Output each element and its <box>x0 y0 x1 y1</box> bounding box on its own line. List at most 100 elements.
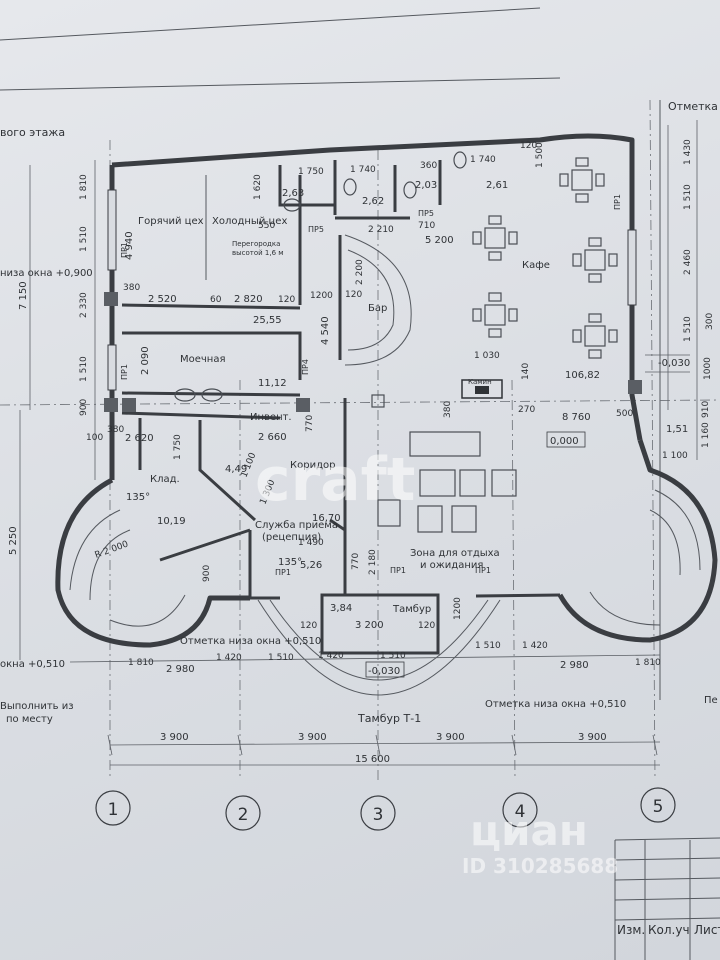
wc-fixtures <box>174 151 467 402</box>
axis-marker-3: 3 <box>360 795 396 831</box>
elevation-box-m030 <box>365 661 405 678</box>
elevation-000: 0,000 <box>550 436 579 447</box>
room-hot-shop: Горячий цех <box>138 216 204 227</box>
dim-1510-left: 1 510 <box>79 226 89 252</box>
area-2-03: 2,03 <box>415 180 437 191</box>
right-spiral-stair <box>589 489 701 626</box>
axis-marker-5: 5 <box>640 787 676 823</box>
room-storage: Клад. <box>150 474 180 485</box>
dim-120-a: 120 <box>278 295 295 305</box>
dim-770-b: 770 <box>351 553 361 570</box>
column-3 <box>122 398 136 412</box>
mark-pr1-c: ПР1 <box>613 194 622 210</box>
left-spiral-stair <box>69 509 186 627</box>
dim-1750-left: 1 750 <box>173 434 183 460</box>
dim-360: 360 <box>420 161 437 171</box>
wall-corridor-top <box>121 411 281 420</box>
area-5-26: 5,26 <box>300 560 322 571</box>
title-block-col-3: Лист <box>694 923 720 937</box>
dim-1000: 1000 <box>703 357 713 380</box>
wall-hot-shop-bottom <box>121 303 301 310</box>
elevation-box-000 <box>546 431 586 448</box>
dim-1420-b: 1 420 <box>318 651 344 661</box>
room-washroom: Моечная <box>180 354 226 365</box>
room-inventory: Инвент. <box>250 412 292 423</box>
sheet-frame-inner <box>0 77 561 91</box>
area-2-61: 2,61 <box>486 180 508 191</box>
axis-line-4 <box>511 379 516 781</box>
dim-500: 500 <box>616 409 633 419</box>
dim-1500: 1 500 <box>535 142 545 168</box>
dim-380-c: 380 <box>107 425 124 435</box>
watermark-center: craft <box>255 445 415 515</box>
dim-2200: 2 200 <box>355 259 365 285</box>
title-block-col-1: Изм. <box>617 923 645 937</box>
area-106-82: 106,82 <box>565 370 600 381</box>
dim-1200: 1200 <box>310 291 333 301</box>
dim-60: 60 <box>210 295 222 305</box>
dim-2090: 2 090 <box>140 346 151 375</box>
room-cafe: Кафе <box>522 260 550 271</box>
partition-height: высотой 1,6 м <box>232 249 284 257</box>
dim-300: 300 <box>705 313 715 330</box>
right-partial-label: Пе <box>704 695 718 706</box>
dim-2460: 2 460 <box>683 249 693 275</box>
area-16-70: 16,70 <box>312 513 341 524</box>
dim-1810-bottom-left: 1 810 <box>128 658 154 668</box>
dim-100: 100 <box>86 433 103 443</box>
column-2 <box>104 398 118 412</box>
room-vestibule: Тамбур <box>392 604 431 615</box>
area-10-19: 10,19 <box>157 516 186 527</box>
dim-1510-right-2: 1 510 <box>683 316 693 342</box>
column-5 <box>371 394 385 408</box>
dim-120-d: 120 <box>300 621 317 631</box>
dim-2820: 2 820 <box>234 294 263 305</box>
window-right-1 <box>627 229 637 306</box>
dim-2980-right: 2 980 <box>560 660 589 671</box>
left-dimension-chain <box>19 160 96 660</box>
area-25-55: 25,55 <box>253 315 282 326</box>
outer-wall-right <box>629 178 643 441</box>
dim-120-b: 120 <box>345 290 362 300</box>
axis-label-5: 5 <box>653 797 664 817</box>
bar-counter-inner <box>347 249 395 351</box>
bar-counter <box>344 234 412 366</box>
axis-marker-2: 2 <box>225 795 261 831</box>
dim-1430: 1 430 <box>683 139 693 165</box>
dim-3200: 3 200 <box>355 620 384 631</box>
dim-1510-b: 1 510 <box>268 653 294 663</box>
axis-line-5 <box>649 99 656 781</box>
dim-380-b: 380 <box>443 401 453 418</box>
area-11-12: 11,12 <box>258 378 287 389</box>
area-2-63: 2,63 <box>282 188 304 199</box>
dim-15600: 15 600 <box>355 754 390 765</box>
wall-reception-front <box>329 518 347 595</box>
lounge-furniture <box>377 431 517 533</box>
front-wall-right <box>475 593 561 598</box>
room-bar: Бар <box>368 303 387 314</box>
window-mark-0510-left: Отметка низа окна +0,510 <box>180 636 321 647</box>
vestibule-walls <box>320 593 440 655</box>
dim-900-b: 900 <box>202 565 212 582</box>
dim-3900-d: 3 900 <box>578 732 607 743</box>
watermark-bottom-id: ID 310285688 <box>462 854 618 878</box>
dim-2660: 2 660 <box>258 432 287 443</box>
dim-1160: 1 160 <box>701 422 711 448</box>
dim-2520: 2 520 <box>148 294 177 305</box>
vestibule-arc-outer <box>257 599 501 696</box>
mark-pr1-e: ПР1 <box>390 566 406 575</box>
window-left-2 <box>107 344 117 391</box>
dim-770-a: 770 <box>305 415 315 432</box>
dim-angle-135-b: 135° <box>278 557 302 568</box>
window-mark-090: низа окна +0,900 <box>0 268 93 279</box>
dim-910: 910 <box>701 401 711 418</box>
note-line-2: по месту <box>6 714 53 725</box>
left-tower-wall <box>55 477 250 648</box>
wall-wc-3 <box>393 160 442 212</box>
dim-5250: 5 250 <box>8 526 19 555</box>
dim-2980-left: 2 980 <box>166 664 195 675</box>
dim-1200-b: 1200 <box>453 597 463 620</box>
dim-140: 140 <box>521 363 531 380</box>
elevation-m030: -0,030 <box>368 666 400 677</box>
window-mark-0510-short: окна +0,510 <box>0 659 65 670</box>
